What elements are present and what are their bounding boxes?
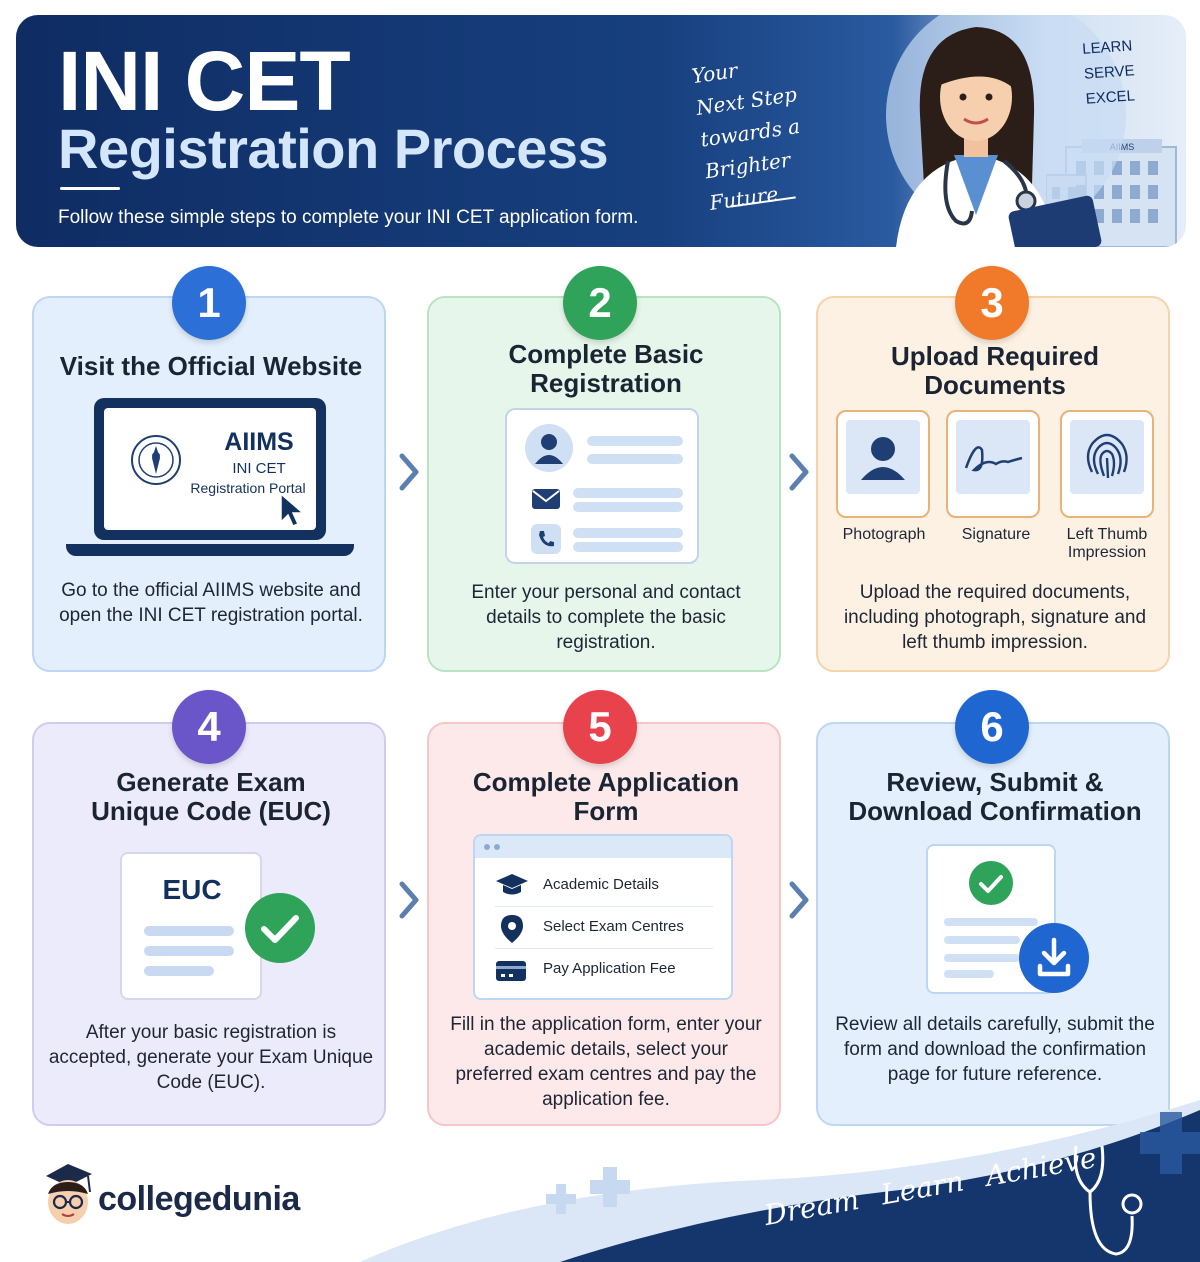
- step-title: Complete Basic Registration: [508, 339, 704, 398]
- step-card-4: Generate Exam Unique Code (EUC) EUC Afte…: [32, 722, 386, 1126]
- document-label: Signature: [961, 526, 1031, 543]
- cursor-icon: [280, 492, 306, 527]
- registration-form-illustration: [505, 408, 699, 564]
- signature-icon: [964, 446, 1023, 472]
- page-title: INI CET: [58, 34, 351, 128]
- step-description: Enter your personal and contact details …: [471, 582, 741, 653]
- doc-line: [144, 966, 214, 976]
- document-thumb: [846, 420, 920, 494]
- step-card-5: Complete Application Form Academic Detai…: [427, 722, 781, 1126]
- title-underline: [60, 187, 120, 190]
- portal-line1: INI CET: [232, 460, 286, 477]
- graduation-cap-icon: [496, 874, 528, 895]
- form-item-label: Academic Details: [543, 876, 659, 893]
- document-thumb: [956, 420, 1030, 494]
- portal-org: AIIMS: [224, 428, 294, 456]
- building-sign: AIIMS: [1110, 142, 1135, 152]
- confirmation-document-illustration: [926, 844, 1056, 994]
- document-photograph: [836, 410, 930, 518]
- divider: [495, 948, 713, 949]
- form-line: [573, 528, 683, 538]
- chevron-right-icon: [399, 881, 419, 919]
- location-pin-icon: [501, 915, 523, 943]
- motto-line: LEARN: [1081, 37, 1133, 58]
- chevron-right-icon: [789, 453, 809, 491]
- motto: LEARN SERVE EXCEL: [1081, 33, 1137, 111]
- fingerprint-icon: [1086, 433, 1128, 479]
- check-circle-icon: [245, 893, 315, 963]
- header-subtitle: Follow these simple steps to complete yo…: [58, 207, 639, 228]
- mail-icon: [532, 489, 560, 509]
- doc-line: [144, 946, 234, 956]
- slogan: Your Next Step towards a Brighter Future: [690, 41, 851, 219]
- motto-line: SERVE: [1083, 62, 1136, 83]
- step-title: Upload Required Documents: [890, 341, 1099, 400]
- step-title: Generate Exam Unique Code (EUC): [91, 767, 331, 826]
- step-description: Fill in the application form, enter your…: [450, 1014, 762, 1110]
- form-line: [573, 488, 683, 498]
- step-card-3: Upload Required Documents: [816, 296, 1170, 672]
- laptop-illustration: AIIMS INI CET Registration Portal: [94, 398, 326, 540]
- window-dots-icon: [484, 844, 500, 850]
- aiims-emblem-icon: [131, 435, 181, 485]
- doc-line: [944, 936, 1020, 944]
- chevron-right-icon: [789, 881, 809, 919]
- laptop-base: [66, 544, 354, 556]
- step-title: Visit the Official Website: [59, 351, 363, 381]
- laptop-screen: AIIMS INI CET Registration Portal: [104, 408, 316, 530]
- step-description: Upload the required documents, including…: [843, 582, 1147, 653]
- form-item-label: Pay Application Fee: [543, 960, 676, 977]
- step-number-1: 1: [172, 266, 246, 340]
- step-description: After your basic registration is accepte…: [48, 1022, 374, 1093]
- step-title: Review, Submit & Download Confirmation: [848, 767, 1142, 826]
- step-card-2: Complete Basic Registration Enter your p…: [427, 296, 781, 672]
- form-line: [587, 436, 683, 446]
- window-titlebar: [475, 836, 731, 858]
- form-line: [587, 454, 683, 464]
- page-subtitle-heading: Registration Process: [58, 117, 609, 180]
- step-card-1: Visit the Official Website AIIMS INI CET…: [32, 296, 386, 672]
- step-description: Go to the official AIIMS website and ope…: [59, 580, 363, 626]
- euc-document-illustration: EUC: [120, 852, 262, 1000]
- form-line: [573, 542, 683, 552]
- header-banner: INI CET Registration Process Follow thes…: [16, 15, 1186, 247]
- step-description: Review all details carefully, submit the…: [835, 1014, 1155, 1085]
- stethoscope-icon: [1073, 1145, 1143, 1256]
- form-line: [573, 502, 683, 512]
- download-icon: [1019, 923, 1089, 993]
- doctor-illustration: [886, 15, 1126, 247]
- mascot-logo-icon: [46, 1164, 92, 1224]
- step-number-5: 5: [563, 690, 637, 764]
- doc-line: [944, 918, 1038, 926]
- document-label: Left Thumb Impression: [1066, 526, 1148, 561]
- document-signature: [946, 410, 1040, 518]
- chevron-right-icon: [399, 453, 419, 491]
- step-number-2: 2: [563, 266, 637, 340]
- divider: [495, 906, 713, 907]
- photo-person-icon: [861, 437, 905, 480]
- portal-line2: Registration Portal: [190, 480, 306, 496]
- step-card-6: Review, Submit & Download Confirmation R…: [816, 722, 1170, 1126]
- check-circle-icon: [969, 861, 1013, 905]
- doc-line: [944, 970, 994, 978]
- brand-logo-text[interactable]: collegedunia: [98, 1180, 300, 1218]
- user-icon: [525, 424, 573, 472]
- phone-icon: [531, 524, 561, 554]
- step-number-3: 3: [955, 266, 1029, 340]
- payment-card-icon: [496, 961, 526, 981]
- doc-line: [944, 954, 1020, 962]
- euc-badge: EUC: [162, 874, 222, 905]
- motto-line: EXCEL: [1085, 87, 1136, 108]
- document-label: Photograph: [842, 526, 926, 543]
- document-thumb: [1070, 420, 1144, 494]
- step-number-4: 4: [172, 690, 246, 764]
- step-title: Complete Application Form: [472, 767, 740, 826]
- application-form-illustration: Academic Details Select Exam Centres Pay…: [473, 834, 733, 1000]
- footer-wave: [360, 1100, 1200, 1262]
- doc-line: [144, 926, 234, 936]
- document-thumb-impression: [1060, 410, 1154, 518]
- form-item-label: Select Exam Centres: [543, 918, 684, 935]
- step-number-6: 6: [955, 690, 1029, 764]
